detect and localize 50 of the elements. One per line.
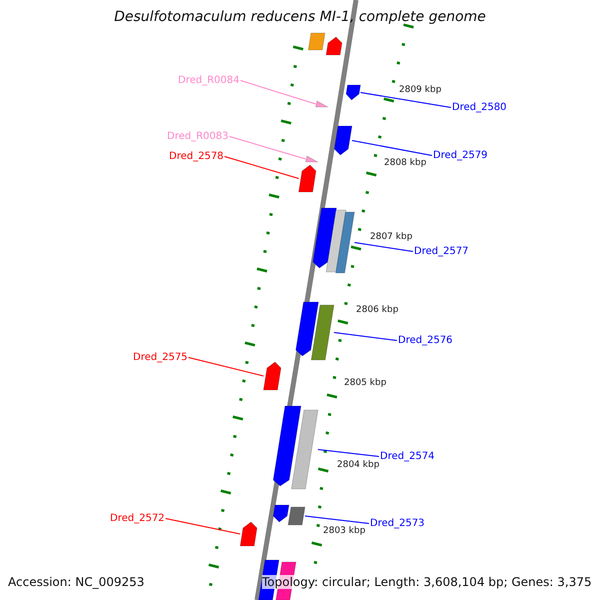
gene-symbol: [288, 506, 306, 526]
scale-label: 2805 kbp: [344, 378, 386, 388]
scale-label: 2809 kbp: [399, 85, 442, 95]
gene-symbol: [272, 406, 302, 486]
gene-symbol: [291, 410, 318, 490]
leader-line: [352, 140, 432, 156]
leader-line: [224, 156, 300, 179]
gene-symbol: [272, 504, 290, 522]
gene-symbol: [308, 32, 326, 50]
leader-line: [188, 357, 264, 376]
leader-line: [354, 242, 414, 252]
leader-line: [240, 80, 316, 104]
gene-symbol: [315, 100, 329, 108]
gene-label: Dred_2580: [452, 102, 507, 113]
gene-label: Dred_2575: [133, 352, 188, 363]
gene-label: Dred_R0084: [178, 75, 240, 86]
genome-summary-text: Topology: circular; Length: 3,608,104 bp; Genes: 3,375: [262, 575, 592, 589]
gene-symbol: [326, 36, 342, 56]
gene-label: Dred_R0083: [167, 131, 228, 142]
gene-symbol: [312, 208, 337, 268]
leader-line: [229, 136, 306, 160]
leader-line: [165, 518, 241, 534]
leader-line: [360, 92, 452, 108]
scale-label: 2806 kbp: [356, 305, 398, 315]
gene-symbol: [335, 212, 355, 274]
gene-label: Dred_2574: [380, 451, 435, 462]
gene-symbol: [263, 362, 282, 390]
gene-symbol: [346, 84, 361, 100]
gene-label: Dred_2573: [370, 518, 425, 529]
scale-label: 2804 kbp: [337, 460, 380, 470]
leader-line: [304, 516, 370, 524]
accession-text: Accession: NC_009253: [8, 575, 144, 589]
gene-symbol: [240, 522, 258, 546]
leader-line: [334, 332, 398, 341]
map-title: Desulfotomaculum reducens MI-1, complete genome: [113, 9, 487, 25]
gene-label: Dred_2572: [110, 513, 165, 524]
gene-symbol: [305, 156, 319, 162]
gene-label: Dred_2579: [433, 150, 488, 161]
gene-symbol: [310, 304, 334, 360]
gene-symbol: [334, 126, 352, 156]
gene-label: Dred_2576: [398, 335, 453, 346]
gene-symbol: [298, 164, 316, 192]
gene-symbol: [326, 210, 346, 272]
scale-label: 2807 kbp: [370, 232, 412, 242]
gene-label: Dred_2577: [414, 246, 469, 257]
gene-label: Dred_2578: [169, 151, 224, 162]
leader-line: [318, 449, 380, 457]
gene-symbol: [295, 302, 319, 356]
scale-label: 2808 kbp: [384, 158, 426, 168]
scale-label: 2803 kbp: [323, 526, 366, 536]
